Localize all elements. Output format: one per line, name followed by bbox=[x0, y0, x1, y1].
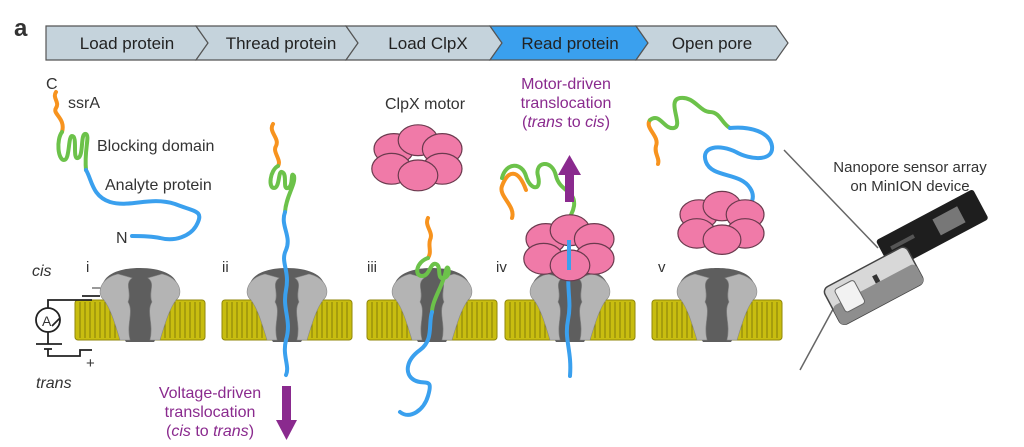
clpx-motor-released bbox=[677, 190, 765, 255]
step-open-pore: Open pore bbox=[634, 25, 789, 61]
stage-v-protein bbox=[646, 95, 774, 220]
clpx-motor-bound bbox=[523, 214, 615, 282]
motor-line2: translocation bbox=[521, 95, 612, 112]
step-load-protein: Load protein bbox=[45, 25, 209, 61]
cis-label: cis bbox=[32, 263, 52, 280]
analyte-protein-label: Analyte protein bbox=[105, 177, 212, 194]
step-label: Load protein bbox=[80, 34, 175, 53]
stage-label-iii: iii bbox=[367, 259, 377, 276]
motor-annotation: Motor-driven translocation (trans to cis… bbox=[521, 76, 612, 131]
ssra-label: ssrA bbox=[68, 95, 100, 112]
voltage-line1: Voltage-driven bbox=[159, 385, 261, 402]
stage-i-protein: C ssrA Blocking domain Analyte protein N bbox=[46, 76, 214, 247]
stage-label-iv: iv bbox=[496, 259, 507, 276]
step-label: Read protein bbox=[521, 34, 618, 53]
stage-iii-protein bbox=[398, 216, 451, 417]
trans-label: trans bbox=[36, 375, 72, 392]
blocking-domain bbox=[56, 130, 90, 172]
workflow-steps: Load protein Thread protein Load ClpX Re… bbox=[45, 25, 789, 61]
step-read-protein: Read protein bbox=[488, 25, 649, 61]
minus-label: – bbox=[92, 279, 101, 296]
stage-label-ii: ii bbox=[222, 259, 229, 276]
circuit bbox=[35, 295, 100, 357]
step-thread-protein: Thread protein bbox=[194, 25, 359, 61]
voltage-arrow bbox=[276, 386, 297, 440]
motor-line1: Motor-driven bbox=[521, 76, 611, 93]
clpx-subunit bbox=[397, 159, 439, 192]
stage-label-i: i bbox=[86, 259, 89, 276]
panel-label: a bbox=[14, 15, 28, 42]
membrane-pore-5 bbox=[651, 268, 783, 342]
voltage-line2: translocation bbox=[165, 404, 256, 421]
motor-line3: (trans to cis) bbox=[522, 114, 610, 131]
clpx-motor-free bbox=[371, 124, 463, 192]
ammeter-icon: A bbox=[42, 313, 52, 329]
stage-label-v: v bbox=[658, 259, 666, 276]
step-load-clpx: Load ClpX bbox=[344, 25, 503, 61]
motor-arrow bbox=[558, 155, 581, 202]
voltage-annotation: Voltage-driven translocation (cis to tra… bbox=[159, 385, 261, 440]
device-label-line2: on MinION device bbox=[850, 178, 969, 195]
device-label-line1: Nanopore sensor array bbox=[833, 159, 987, 176]
step-label: Thread protein bbox=[226, 34, 337, 53]
n-terminus-label: N bbox=[116, 230, 128, 247]
blocking-domain-label: Blocking domain bbox=[97, 138, 214, 155]
ssra-tag bbox=[52, 90, 65, 134]
clpx-subunit bbox=[702, 224, 742, 255]
clpx-motor-label: ClpX motor bbox=[385, 96, 466, 113]
c-terminus-label: C bbox=[46, 76, 58, 93]
stage-ii-protein bbox=[268, 122, 297, 377]
membrane-pore-1 bbox=[74, 268, 206, 342]
minion-device: Nanopore sensor array on MinION device bbox=[783, 149, 988, 371]
step-label: Open pore bbox=[672, 34, 752, 53]
plus-label: + bbox=[86, 355, 95, 372]
step-label: Load ClpX bbox=[388, 34, 467, 53]
voltage-line3: (cis to trans) bbox=[166, 423, 254, 440]
analyte-protein bbox=[84, 168, 202, 242]
